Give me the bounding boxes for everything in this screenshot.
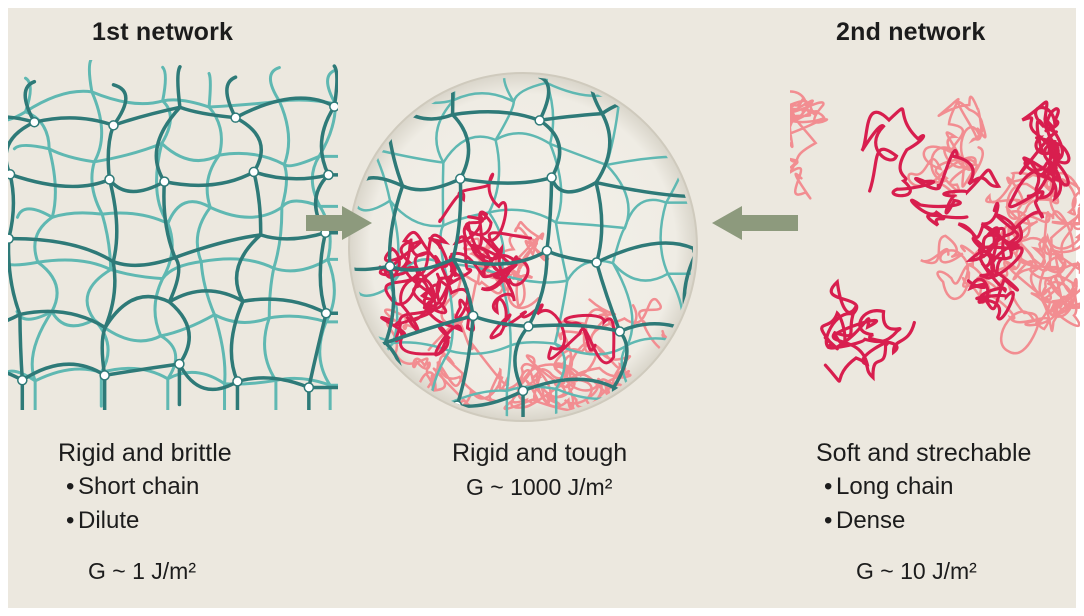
crosslink-node [231,113,240,122]
first-network-graphic [0,58,379,428]
crosslink-node [469,311,478,320]
left-caption: Rigid and brittle Short chain Dilute G ~… [58,436,232,588]
crosslink-node [109,121,118,130]
crosslink-node [524,322,533,331]
crosslink-node [385,262,394,271]
crosslink-node [160,177,169,186]
crosslink-node [233,377,242,386]
second-network-graphic [780,92,1084,382]
polymer-coil [780,92,827,199]
polymer-chain [17,201,354,223]
crosslink-node [330,102,339,111]
crosslink-node [18,376,27,385]
polymer-chain [0,91,370,120]
first-network-title: 1st network [92,18,233,47]
left-toughness: G ~ 1 J/m² [58,554,232,588]
polymer-chain [265,68,289,414]
crosslink-node [100,371,109,380]
crosslink-node [249,167,258,176]
crosslink-node [4,234,13,243]
crosslink-node [30,118,39,127]
polymer-chain [14,144,353,166]
second-network-title: 2nd network [836,18,985,47]
right-toughness: G ~ 10 J/m² [816,554,1031,588]
crosslink-node [324,170,333,179]
right-bullet-2: Dense [816,504,1031,538]
crosslink-node [322,309,331,318]
left-bullet-1: Short chain [58,470,232,504]
crosslink-node [542,246,551,255]
polymer-chain [227,77,261,422]
crosslink-node [688,328,697,337]
left-heading: Rigid and brittle [58,436,232,470]
crosslink-node [535,116,544,125]
left-bullet-2: Dilute [58,504,232,538]
crosslink-node [615,327,624,336]
polymer-chain [3,259,362,279]
right-heading: Soft and strechable [816,436,1031,470]
arrow-left-icon [712,206,798,240]
right-caption: Soft and strechable Long chain Dense G ~… [816,436,1031,588]
polymer-chain [155,67,176,412]
crosslink-node [592,258,601,267]
crosslink-node [6,170,15,179]
center-toughness: G ~ 1000 J/m² [452,470,627,504]
crosslink-node [175,360,184,369]
center-heading: Rigid and tough [452,436,627,470]
polymer-chain [87,58,111,406]
crosslink-node [547,173,556,182]
crosslink-node [304,383,313,392]
crosslink-node [664,97,673,106]
polymer-chain [26,78,58,414]
crosslink-node [105,175,114,184]
crosslink-node [456,174,465,183]
polymer-coil [822,282,915,381]
right-bullet-1: Long chain [816,470,1031,504]
crosslink-node [684,401,693,410]
center-caption: Rigid and tough G ~ 1000 J/m² [452,436,627,504]
crosslink-node [519,386,528,395]
